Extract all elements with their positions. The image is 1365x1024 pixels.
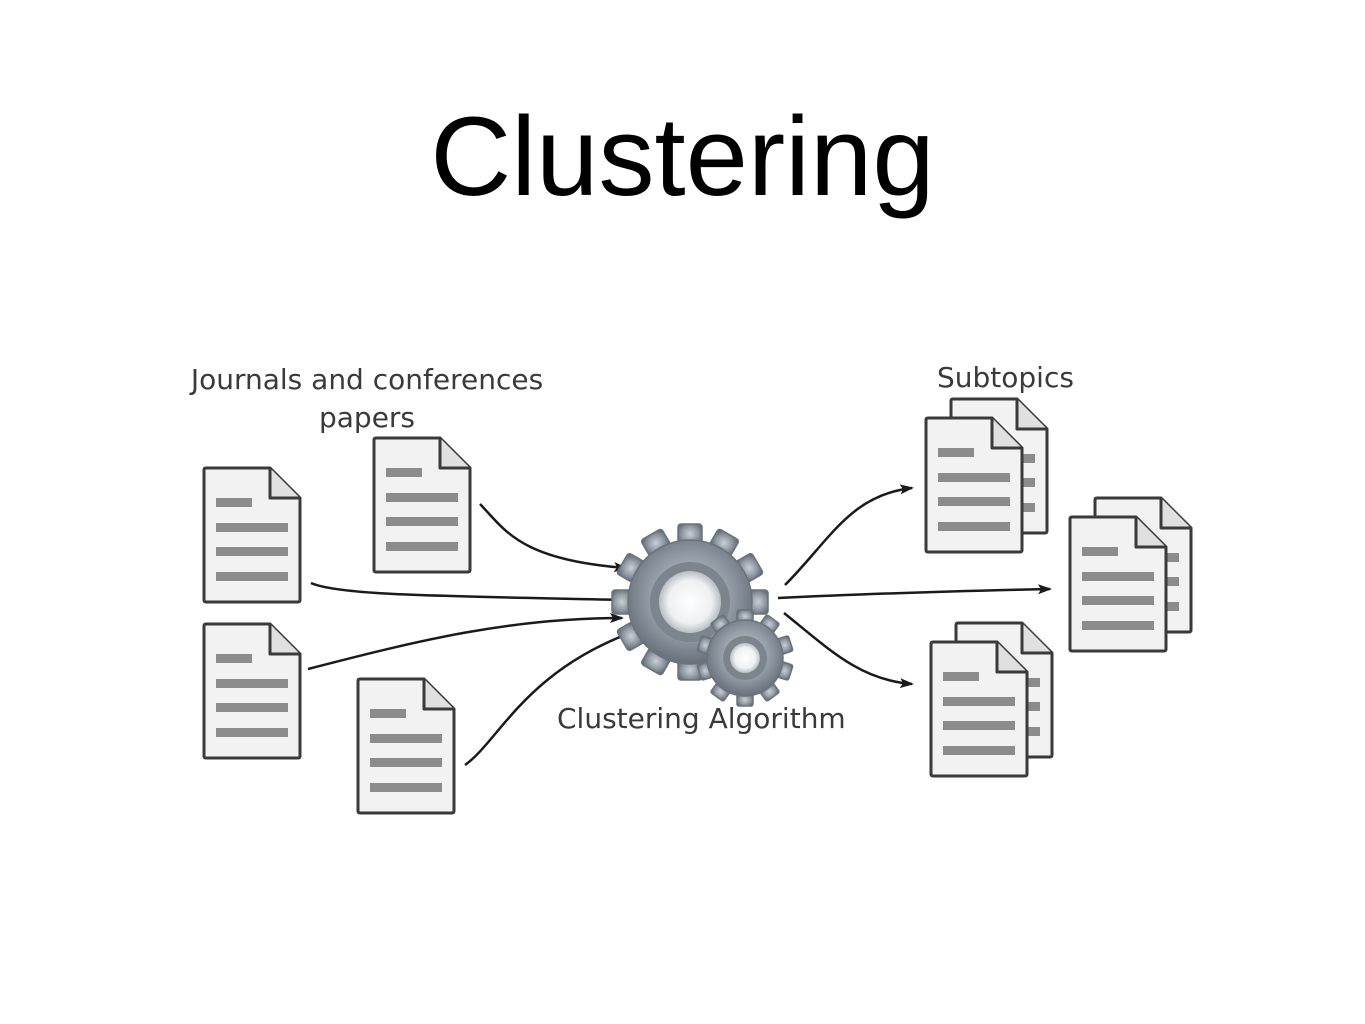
document-icon	[356, 677, 456, 815]
algorithm-label: Clustering Algorithm	[557, 702, 846, 735]
document-stack-icon	[929, 621, 1054, 778]
document-stack-icon	[1068, 496, 1193, 653]
document-icon	[202, 622, 302, 760]
output-label: Subtopics	[937, 361, 1074, 394]
arrow	[307, 613, 624, 671]
input-label: Journals and conferences papers	[167, 361, 567, 437]
document-stack-icon	[924, 397, 1049, 554]
arrow	[783, 612, 914, 689]
document-icon	[372, 436, 472, 574]
document-icon	[202, 466, 302, 604]
arrow	[777, 584, 1052, 600]
input-label-line2: papers	[318, 401, 416, 434]
input-label-line1: Journals and conferences	[190, 363, 544, 396]
arrow	[479, 503, 628, 573]
arrow	[784, 484, 914, 586]
gears-icon	[611, 523, 794, 707]
arrow	[310, 581, 626, 605]
slide-title: Clustering	[430, 94, 935, 219]
arrow	[464, 628, 640, 767]
